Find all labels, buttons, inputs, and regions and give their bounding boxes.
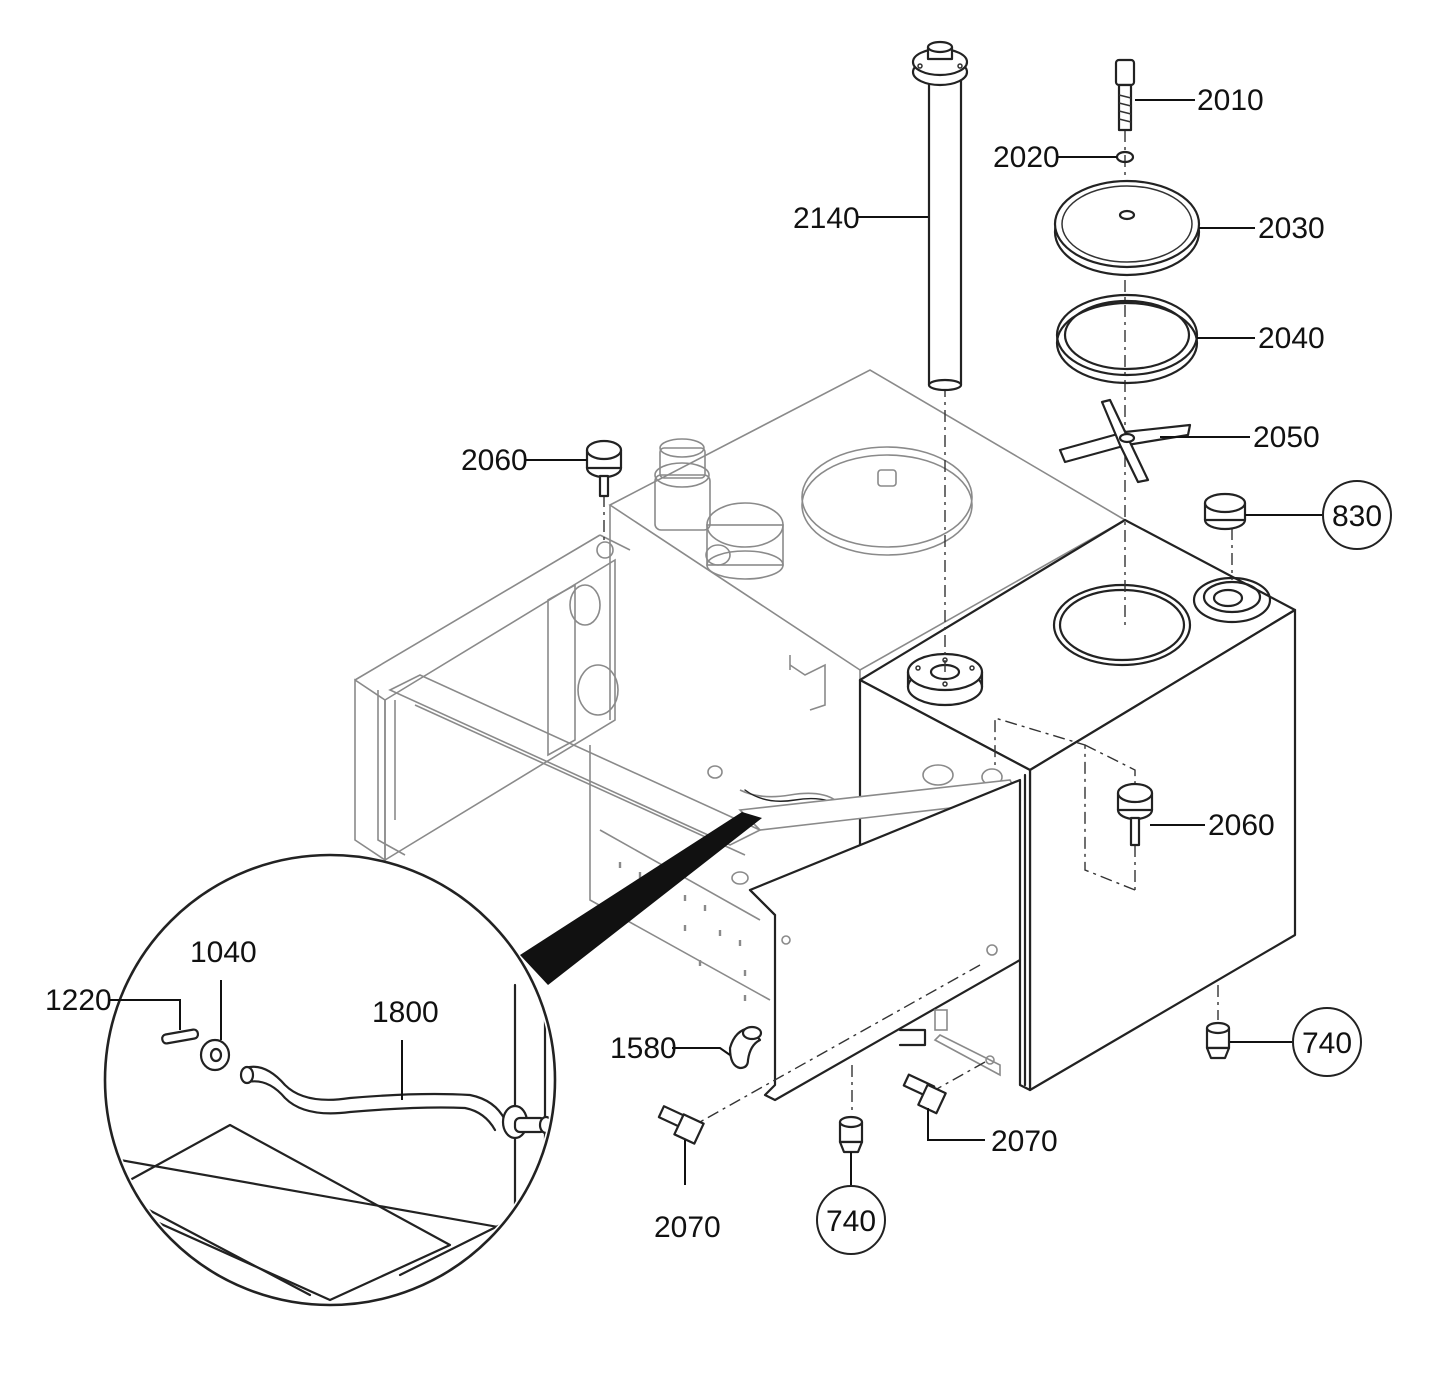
label-2010: 2010 [1197,84,1264,117]
elbow-2070-left [657,1105,705,1145]
cap-830 [1203,492,1247,531]
strainer-2050 [1058,398,1192,484]
elbow-2070-right [902,1073,947,1115]
label-1220: 1220 [45,984,112,1017]
cover-plate-2030 [1053,179,1201,277]
label-740-right: 740 [1302,1027,1352,1060]
label-830: 830 [1332,500,1382,533]
level-tube-2140 [911,40,969,392]
label-740-bottom: 740 [826,1205,876,1238]
detail-view [103,853,557,1307]
label-2070-left: 2070 [654,1211,721,1244]
callout-circles [816,480,1392,1255]
plug-740-bottom [838,1115,864,1154]
assembly-centerlines [603,130,1233,1123]
zoom-wedge [520,812,762,985]
knob-2060-right [1116,782,1154,847]
plug-740-right [1205,1021,1231,1060]
label-2050: 2050 [1253,421,1320,454]
elbow-1580 [728,1025,763,1070]
label-2030: 2030 [1258,212,1325,245]
bolt-2010 [1114,58,1136,132]
gasket-2040 [1055,293,1199,385]
label-2060-right: 2060 [1208,809,1275,842]
callout-labels: 2010 2020 2030 2040 2050 2140 2060 2060 … [45,84,1382,1244]
label-2020: 2020 [993,141,1060,174]
label-1580: 1580 [610,1032,677,1065]
front-bracket [618,778,1022,1102]
label-2040: 2040 [1258,322,1325,355]
label-2070-right: 2070 [991,1125,1058,1158]
label-2060-top: 2060 [461,444,528,477]
label-2140: 2140 [793,202,860,235]
label-1800: 1800 [372,996,439,1029]
knob-2060-top [585,439,623,498]
leader-lines [108,99,1322,1185]
label-1040: 1040 [190,936,257,969]
